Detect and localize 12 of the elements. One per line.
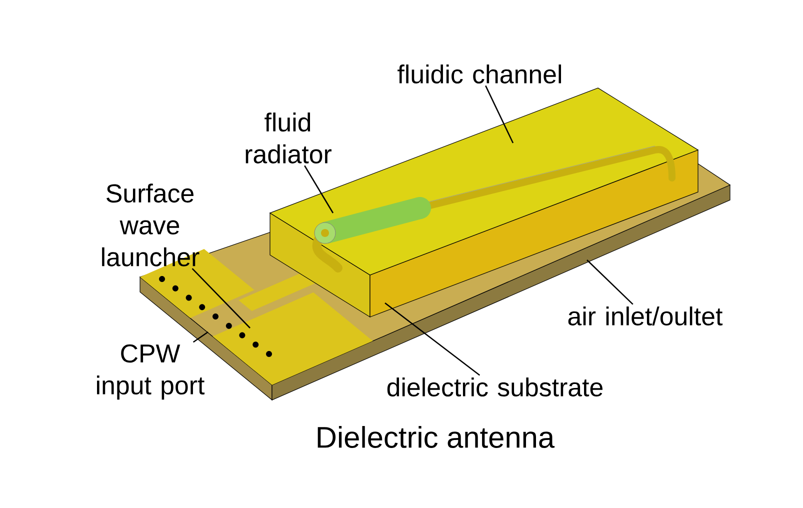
callout-label: air inlet/oultet — [568, 306, 723, 326]
leader-line — [192, 268, 250, 328]
callout-label: fluid radiator — [246, 112, 332, 164]
leader-line — [384, 302, 480, 376]
leader-line — [192, 331, 208, 343]
callout-label: fluidic channel — [398, 64, 562, 84]
callout-label: dielectric substrate — [387, 377, 602, 396]
leader-line — [586, 260, 634, 305]
leader-line — [304, 165, 334, 214]
callout-label: CPW input port — [97, 344, 205, 400]
leader-line — [485, 85, 514, 144]
caption: Dielectric antenna — [318, 426, 555, 448]
